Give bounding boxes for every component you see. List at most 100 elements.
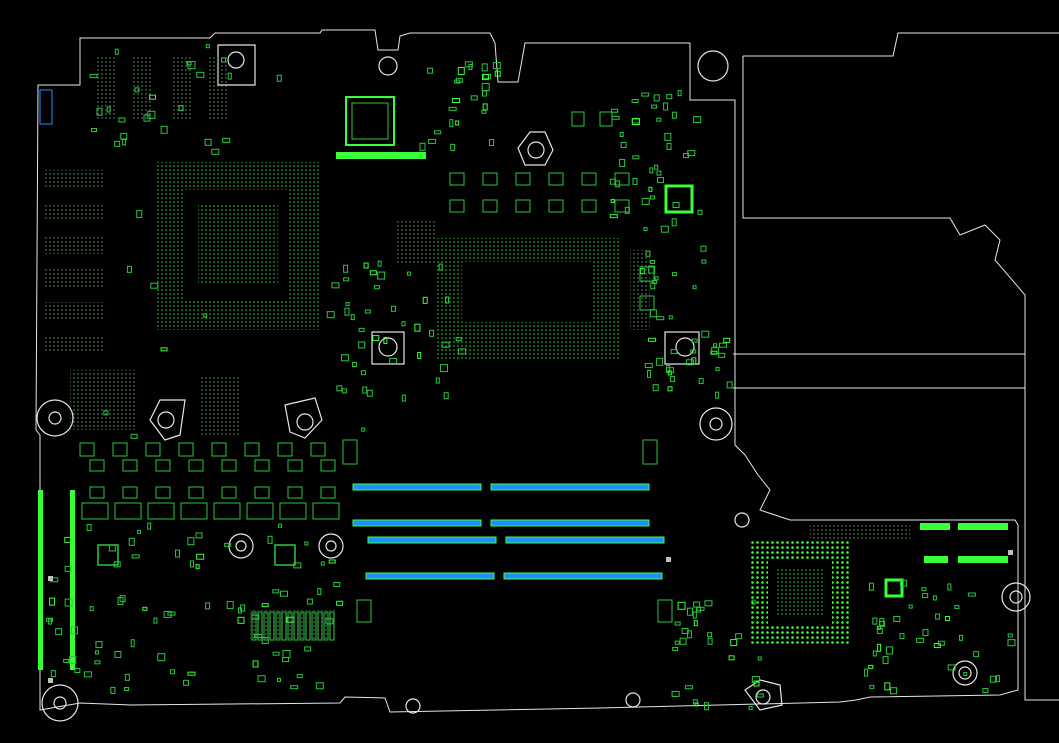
passive <box>422 296 428 304</box>
passive <box>916 637 925 643</box>
chip-footprint <box>97 544 119 566</box>
passive <box>611 108 619 113</box>
mounting-hole <box>744 679 783 711</box>
passive <box>454 79 461 84</box>
dimm-slot <box>503 572 663 580</box>
passive <box>358 327 365 332</box>
passive <box>481 109 487 114</box>
passive <box>609 214 618 219</box>
passive <box>55 628 63 636</box>
connector-strip <box>336 152 426 159</box>
passive <box>443 392 449 400</box>
passive <box>481 83 490 92</box>
passive <box>656 357 664 366</box>
chip-footprint <box>884 578 904 598</box>
inductor <box>188 486 204 499</box>
passive <box>195 532 203 539</box>
passive <box>620 141 627 148</box>
mounting-hole <box>378 56 398 76</box>
passive <box>707 637 713 645</box>
inductor <box>581 199 597 213</box>
passive <box>131 554 140 559</box>
inductor <box>79 442 95 457</box>
inductor <box>112 442 128 457</box>
mounting-hole <box>697 50 729 82</box>
passive <box>885 646 893 655</box>
passive <box>649 309 657 318</box>
passive <box>967 592 976 597</box>
passive <box>973 651 980 658</box>
passive <box>222 137 231 143</box>
passive <box>701 330 710 338</box>
passive <box>692 285 697 290</box>
passive <box>130 639 135 648</box>
passive <box>369 270 377 276</box>
passive <box>693 620 698 627</box>
passive <box>686 630 692 639</box>
passive <box>700 245 707 252</box>
passive <box>95 641 103 649</box>
passive <box>693 116 702 124</box>
passive <box>631 118 640 124</box>
fan-connector <box>664 184 694 214</box>
mounting-hole <box>952 660 978 686</box>
connector-strip <box>38 490 43 670</box>
passive <box>481 74 489 81</box>
pad-field <box>250 610 335 640</box>
passive <box>341 354 350 362</box>
passive <box>358 341 366 349</box>
chip-footprint <box>274 544 296 566</box>
pad-field <box>810 525 910 540</box>
passive <box>494 70 501 77</box>
passive <box>224 542 232 547</box>
inductor <box>320 486 336 499</box>
passive <box>50 670 56 678</box>
mounting-hole <box>734 512 750 528</box>
passive <box>211 148 220 155</box>
passive <box>272 589 280 594</box>
passive <box>276 74 282 82</box>
passive <box>406 271 411 276</box>
passive <box>693 601 701 608</box>
passive <box>341 388 347 394</box>
passive <box>290 685 299 690</box>
passive <box>383 336 388 344</box>
pad-field <box>395 220 435 265</box>
inductor <box>310 442 326 457</box>
connector-strips <box>38 152 1008 670</box>
passive <box>632 155 640 160</box>
passive <box>954 605 960 610</box>
inductor <box>548 172 564 186</box>
passive <box>336 385 343 392</box>
inductor <box>254 486 270 499</box>
passive <box>196 71 205 78</box>
mosfet-group <box>279 502 307 520</box>
passive <box>124 687 130 692</box>
passive <box>679 637 687 645</box>
passive <box>707 632 713 638</box>
passive <box>429 329 435 337</box>
passive <box>86 523 92 531</box>
passive <box>280 590 289 597</box>
mosfet-group <box>246 502 274 520</box>
memory-pad-field <box>95 55 115 120</box>
passive <box>908 604 913 609</box>
inductor <box>287 459 303 472</box>
passive <box>877 643 882 652</box>
passive <box>656 117 662 122</box>
passive <box>160 347 168 352</box>
passive <box>390 305 396 312</box>
passive <box>306 598 313 605</box>
passive <box>656 177 664 184</box>
passive <box>899 579 907 587</box>
passive <box>677 601 686 610</box>
passive <box>333 581 341 587</box>
passive <box>683 153 690 159</box>
passive <box>64 565 72 572</box>
passive <box>933 643 941 649</box>
passive <box>671 272 677 277</box>
passive <box>650 259 656 264</box>
memory-pad-field <box>45 335 105 353</box>
passive <box>632 177 638 185</box>
